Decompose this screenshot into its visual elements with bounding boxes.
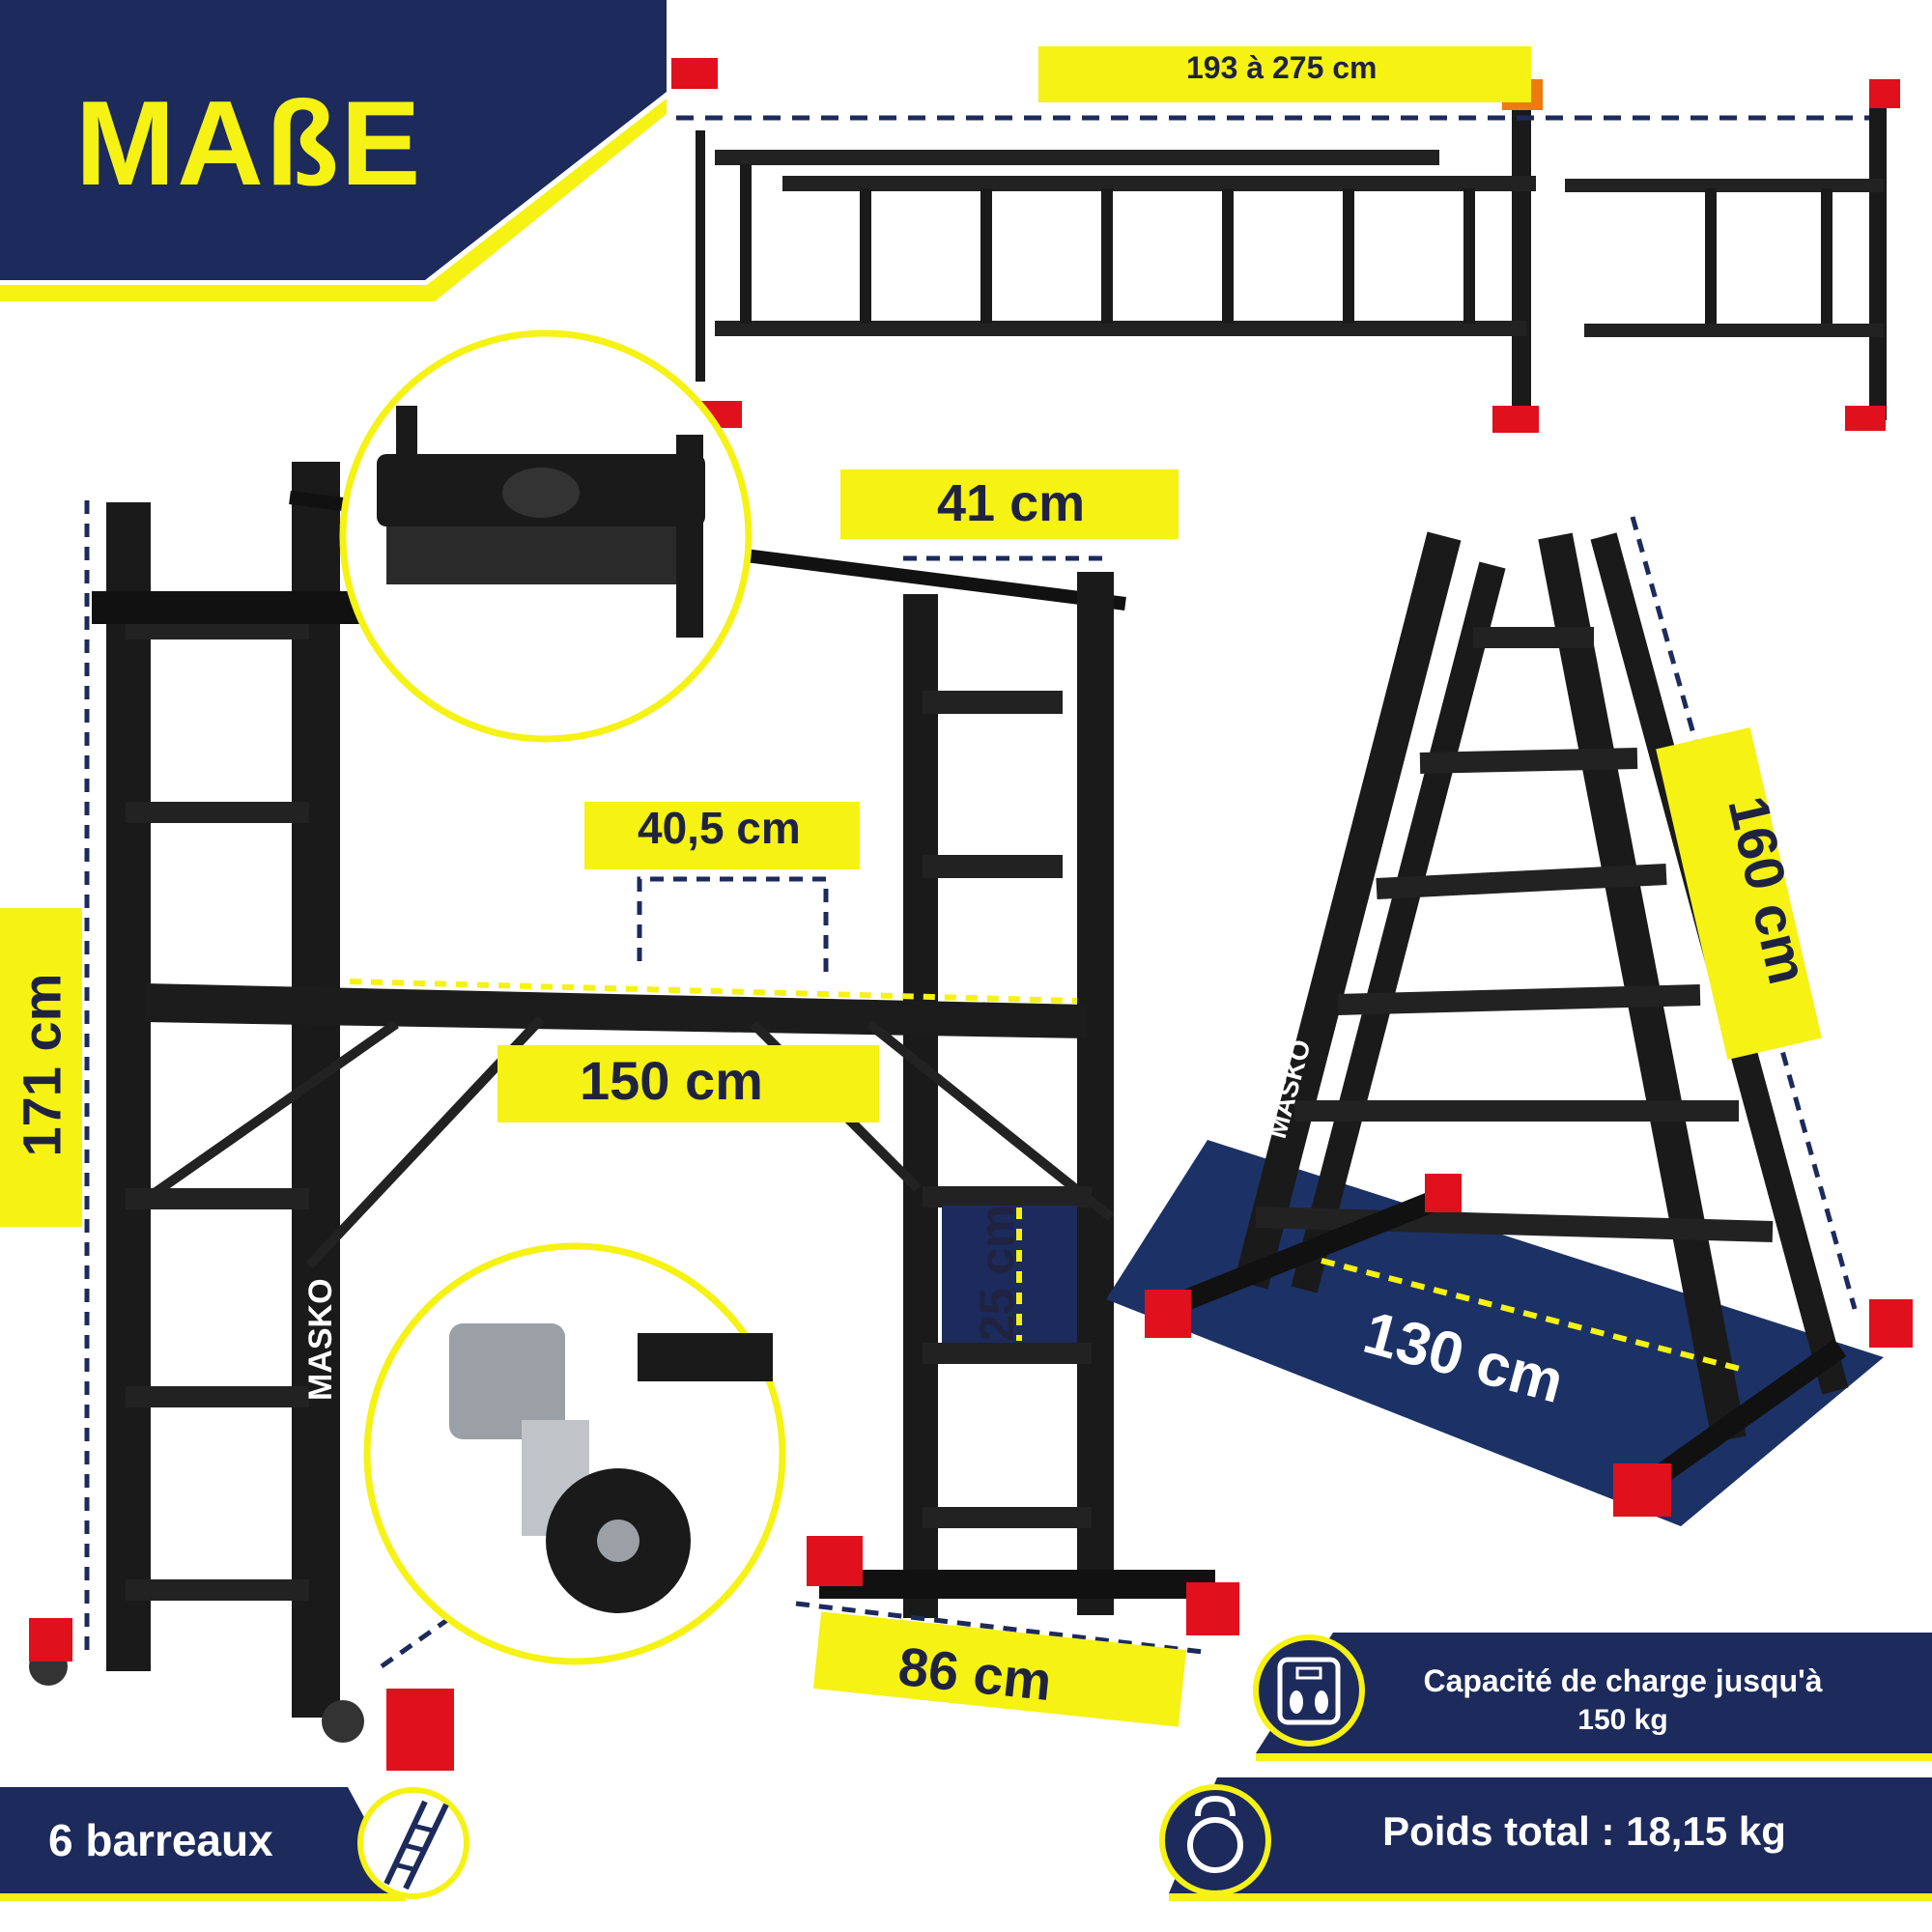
rung-spacing-label: 25 cm [970,1205,1024,1342]
platform-depth-label: 40,5 cm [638,803,801,853]
highlight-150 [497,1045,879,1122]
a-frame-ladder-illustration [1106,516,1913,1526]
title-banner [0,0,667,280]
tool-tray-detail [339,329,753,743]
rungs-count-text: 6 barreaux [48,1815,273,1865]
page-title: MAßE [75,77,423,211]
scale-icon [1253,1634,1365,1747]
load-capacity-banner [1256,1633,1932,1753]
extended-ladder-illustration [671,58,1900,433]
weight-banner [1169,1777,1932,1893]
highlight-40-5 [584,802,860,869]
top-bar-width-label: 41 cm [937,474,1086,532]
load-capacity-line1: Capacité de charge jusqu'à [1423,1663,1823,1698]
highlight-171 [0,908,82,1227]
extension-length-label: 193 à 275 cm [1186,50,1378,85]
total-weight-text: Poids total : 18,15 kg [1382,1808,1786,1854]
kettlebell-icon [1159,1784,1271,1896]
brand-logo: MASKO [302,1278,339,1401]
ladder-icon [357,1787,469,1899]
scaffold-height-label: 171 cm [11,973,72,1157]
castor-wheel-detail [363,1242,786,1665]
highlight-41 [840,469,1179,539]
load-capacity-line2: 150 kg [1577,1704,1668,1736]
rungs-banner [0,1787,406,1893]
platform-length-label: 150 cm [580,1050,763,1111]
